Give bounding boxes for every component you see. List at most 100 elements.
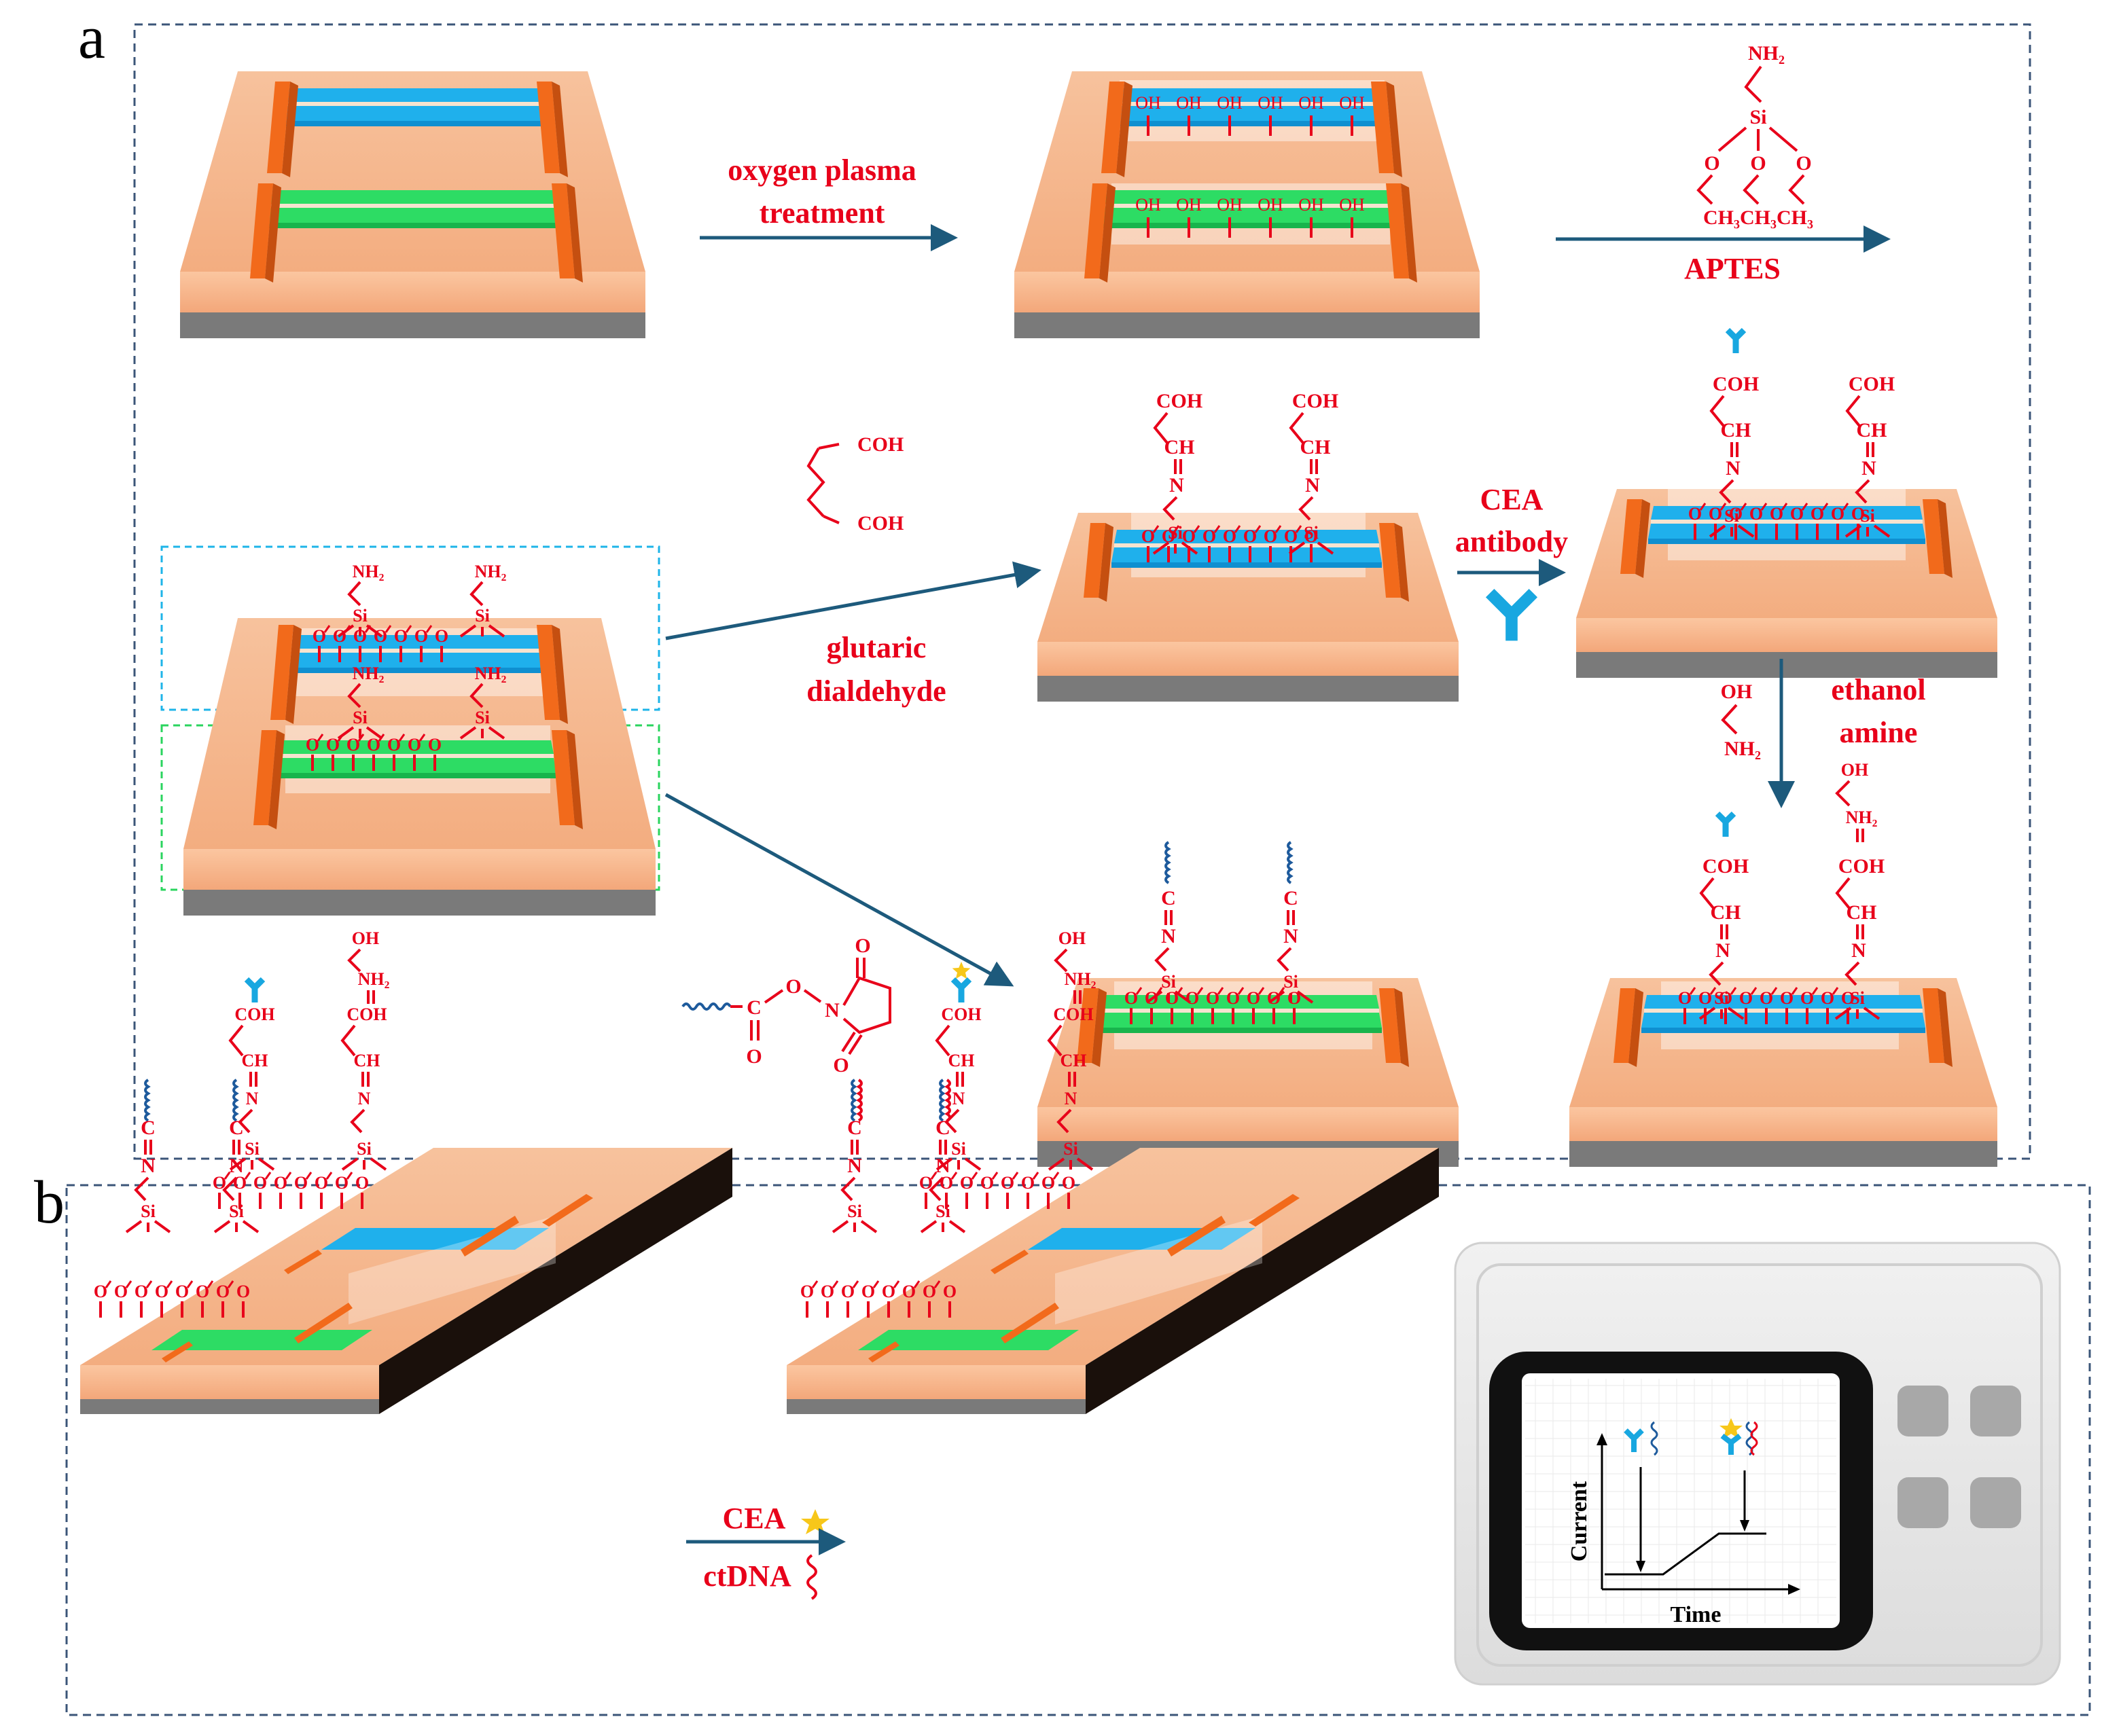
o-label: O	[333, 626, 346, 646]
n-label: N	[1726, 457, 1741, 480]
electrode	[270, 625, 293, 720]
nh2-label: NH₂	[475, 562, 507, 581]
o-label: O	[394, 626, 408, 646]
o-link	[1213, 525, 1221, 533]
o-link	[1689, 987, 1696, 995]
electrode	[461, 1216, 519, 1256]
monitor-button-2[interactable]	[1970, 1386, 2021, 1436]
n-label: N	[1283, 925, 1298, 947]
svg-text:OH: OH	[1721, 681, 1753, 703]
svg-text:NH₂: NH₂	[1748, 42, 1785, 65]
antibody-icon	[1725, 327, 1747, 353]
svg-text:treatment: treatment	[760, 196, 885, 230]
ch-label: CH	[242, 1051, 268, 1070]
o-label: O	[326, 735, 340, 755]
o-link	[418, 734, 426, 742]
si-bond	[125, 1220, 171, 1233]
o-link	[832, 1280, 839, 1288]
o-link	[1012, 1172, 1019, 1180]
substrate-base	[1037, 676, 1459, 702]
svg-text:COH: COH	[857, 512, 904, 535]
o-label: O	[1831, 504, 1844, 524]
channel-edge	[289, 668, 546, 673]
monitor-button-3[interactable]	[1897, 1477, 1948, 1528]
oh-label: OH	[1258, 93, 1283, 113]
green-channel	[858, 1330, 1079, 1350]
monitor-button-1[interactable]	[1897, 1386, 1948, 1436]
o-label: O	[335, 1173, 349, 1193]
o-label: O	[428, 735, 442, 755]
substrate-base	[1014, 312, 1480, 338]
c-label: C	[141, 1117, 156, 1139]
chain-bond	[1153, 412, 1169, 444]
o-link	[337, 734, 344, 742]
substrate-base	[1569, 1141, 1997, 1167]
si-label: Si	[847, 1201, 862, 1221]
o-label: O	[355, 1173, 369, 1193]
svg-text:O: O	[1750, 152, 1766, 175]
oh-label: OH	[1217, 195, 1243, 215]
electrode	[250, 183, 273, 278]
o-link	[1217, 987, 1224, 995]
chain-bond	[1719, 479, 1734, 504]
chain-bond	[944, 1108, 960, 1134]
svg-text:Si: Si	[1749, 106, 1766, 128]
o-link	[1801, 503, 1808, 511]
si-label: Si	[357, 1139, 372, 1159]
o-label: O	[1709, 504, 1722, 524]
o-label: O	[306, 735, 319, 755]
svg-text:O: O	[833, 1054, 849, 1077]
electrode	[1923, 988, 1944, 1063]
chain-bond	[347, 581, 361, 607]
channel-edge	[276, 773, 556, 778]
screen-dsdna-icon	[1745, 1421, 1758, 1456]
o-label: O	[1185, 988, 1199, 1008]
o-label: O	[1719, 988, 1732, 1008]
o-link	[1196, 987, 1204, 995]
o-label: O	[1821, 988, 1834, 1008]
blue-channel-box	[160, 545, 660, 711]
electrode	[1077, 988, 1099, 1063]
electrode	[1379, 523, 1401, 598]
electrode	[267, 82, 290, 173]
panel-b-letter: b	[34, 1169, 65, 1236]
electrode-side	[552, 82, 568, 177]
si-bond	[459, 624, 505, 638]
antigen-star-icon	[801, 1509, 830, 1534]
o-label: O	[315, 1173, 328, 1193]
o-label: O	[175, 1282, 189, 1301]
o-link	[1791, 987, 1798, 995]
o-link	[1740, 503, 1747, 511]
o-link	[1842, 503, 1849, 511]
monitor-button-4[interactable]	[1970, 1477, 2021, 1528]
c-label: C	[1161, 887, 1176, 909]
o-label: O	[1162, 526, 1175, 546]
step-nhs-probe: C O O N O O	[664, 793, 1014, 1077]
svg-text:CH₃CH₃CH₃: CH₃CH₃CH₃	[1703, 206, 1813, 229]
electrode	[162, 1341, 193, 1362]
x-axis-label: Time	[1671, 1602, 1722, 1627]
o-link	[1234, 525, 1241, 533]
n-label: N	[1715, 939, 1730, 962]
electrode	[1001, 1303, 1059, 1343]
channel-gap	[285, 102, 550, 106]
o-label: O	[1284, 526, 1298, 546]
o-link	[1760, 503, 1768, 511]
electrode	[1101, 82, 1124, 173]
o-label: O	[943, 1282, 957, 1301]
chain-bond	[1844, 961, 1860, 986]
o-label: O	[1226, 988, 1240, 1008]
antibody-icon	[1715, 811, 1736, 837]
o-link	[346, 1172, 353, 1180]
channel-gap	[1101, 1009, 1379, 1013]
chain-bond	[1709, 395, 1725, 427]
panel-b-frame	[65, 1184, 2091, 1716]
c-label: C	[1283, 887, 1298, 909]
substrate-side	[1037, 642, 1459, 676]
chain-bond	[340, 1024, 356, 1057]
step-ethanolamine: ethanol amine OH NH₂	[1721, 659, 1926, 808]
svg-text:O: O	[785, 975, 801, 998]
